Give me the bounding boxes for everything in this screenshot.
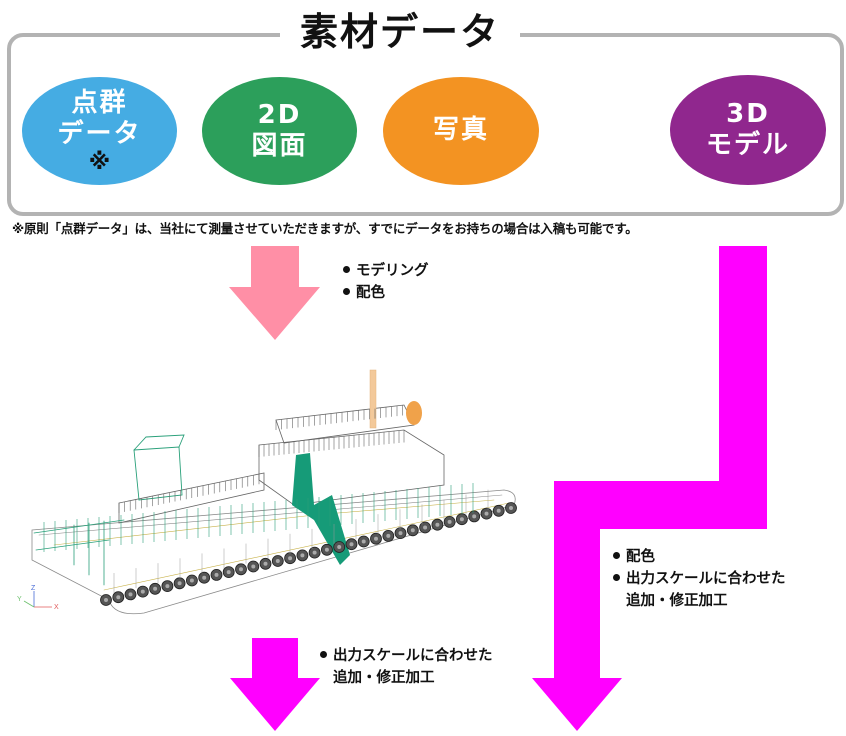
source-3d-model-line1: 3D — [726, 98, 770, 129]
radar-dish — [406, 401, 422, 425]
fender-tire-hub — [398, 531, 403, 536]
fender-tire-hub — [472, 514, 477, 519]
fender-tire-hub — [361, 539, 366, 544]
fender-tire-hub — [226, 570, 231, 575]
mast — [369, 369, 377, 429]
bullet-icon — [343, 287, 350, 295]
step-item: 配色 — [613, 546, 786, 568]
crane-arm — [292, 453, 350, 565]
fender-tire-hub — [177, 581, 182, 586]
bullet-icon — [613, 551, 620, 559]
fender-tire-hub — [349, 542, 354, 547]
bow-railing — [33, 519, 125, 586]
step-item: 配色 — [343, 282, 429, 304]
step-item: モデリング — [343, 260, 429, 282]
fender-tire-hub — [374, 536, 378, 541]
bullet-icon — [343, 265, 350, 273]
fender-tire-hub — [447, 519, 452, 524]
step-item-continuation: 追加・修正加工 — [333, 670, 435, 686]
footnote: ※原則「点群データ」は、当社にて測量させていただきますが、すでにデータをお持ちの… — [12, 221, 638, 236]
source-point-cloud: 点群 データ ※ — [22, 77, 177, 185]
reference-mark-icon: ※ — [88, 150, 111, 176]
fender-tire-hub — [189, 578, 194, 583]
fender-tire-hub — [153, 586, 158, 591]
tower-frame — [133, 446, 183, 501]
step-item-continuation: 追加・修正加工 — [626, 593, 728, 609]
fender-tire-hub — [288, 556, 293, 561]
axis-y-label: Y — [17, 596, 22, 603]
fender-tire-hub — [263, 561, 268, 566]
bridge-top-frame — [275, 404, 415, 444]
deck-lower-frame — [118, 472, 265, 524]
source-2d-drawing-line1: 2D — [257, 99, 302, 130]
fender-tires — [100, 502, 517, 606]
fender-tire-hub — [116, 595, 121, 600]
hull-outline — [31, 489, 516, 615]
source-point-cloud-line1: 点群 — [71, 87, 128, 118]
fender-tire-hub — [214, 572, 219, 577]
source-3d-model-line2: モデル — [705, 130, 790, 160]
page-title: 素材データ — [299, 9, 500, 54]
source-photo: 写真 — [383, 77, 539, 185]
fender-tire-hub — [239, 567, 243, 572]
fender-tire-hub — [312, 550, 317, 555]
axis-triad: Z X Y — [17, 585, 59, 611]
fender-tire-hub — [386, 533, 391, 538]
source-2d-drawing: 2D 図面 — [202, 77, 357, 185]
step-item: 出力スケールに合わせた — [320, 645, 493, 667]
title-container: 素材データ — [280, 0, 520, 56]
source-photo-label: 写真 — [432, 115, 489, 146]
fender-tire-hub — [165, 584, 170, 589]
from-3d-steps: 配色 出力スケールに合わせた 追加・修正加工 — [613, 546, 786, 612]
source-3d-model: 3D モデル — [670, 75, 826, 185]
barge-3d-model-image: Z X Y — [17, 369, 517, 615]
axis-x-label: X — [54, 604, 59, 611]
fender-tire-hub — [484, 511, 489, 516]
fender-tire-hub — [337, 545, 342, 549]
fender-tire-hub — [104, 598, 108, 602]
bridge-frame — [258, 429, 445, 506]
arrow-3d-path-icon — [532, 246, 767, 731]
source-point-cloud-line2: データ — [57, 119, 142, 149]
fender-tire-hub — [275, 559, 280, 563]
bullet-icon — [613, 573, 620, 581]
source-2d-drawing-line2: 図面 — [251, 131, 308, 161]
output-steps: 出力スケールに合わせた 追加・修正加工 — [320, 645, 493, 689]
hull-lower-line — [103, 502, 510, 591]
fender-tire-hub — [496, 508, 501, 513]
modeling-steps: モデリング 配色 — [343, 260, 429, 304]
fender-tire-hub — [128, 592, 133, 597]
fender-tire-hub — [202, 575, 207, 580]
fender-tire-hub — [251, 564, 256, 569]
fender-tire-hub — [300, 553, 305, 558]
arrow-output-icon — [230, 638, 320, 731]
fender-tire-hub — [324, 547, 329, 552]
arrow-modeling-icon — [229, 246, 320, 340]
fender-tire-hub — [423, 525, 428, 530]
tower-top — [133, 434, 185, 451]
fender-tire-hub — [410, 528, 415, 533]
fender-tire-hub — [140, 589, 145, 594]
fender-tire-hub — [435, 522, 440, 527]
axis-z-label: Z — [31, 585, 36, 592]
fender-tire-hub — [509, 506, 513, 510]
railings-grid — [43, 405, 489, 593]
bullet-icon — [320, 650, 327, 658]
fender-tire-hub — [459, 517, 464, 522]
hull-deck-line — [38, 494, 503, 536]
step-item: 出力スケールに合わせた — [613, 568, 786, 590]
